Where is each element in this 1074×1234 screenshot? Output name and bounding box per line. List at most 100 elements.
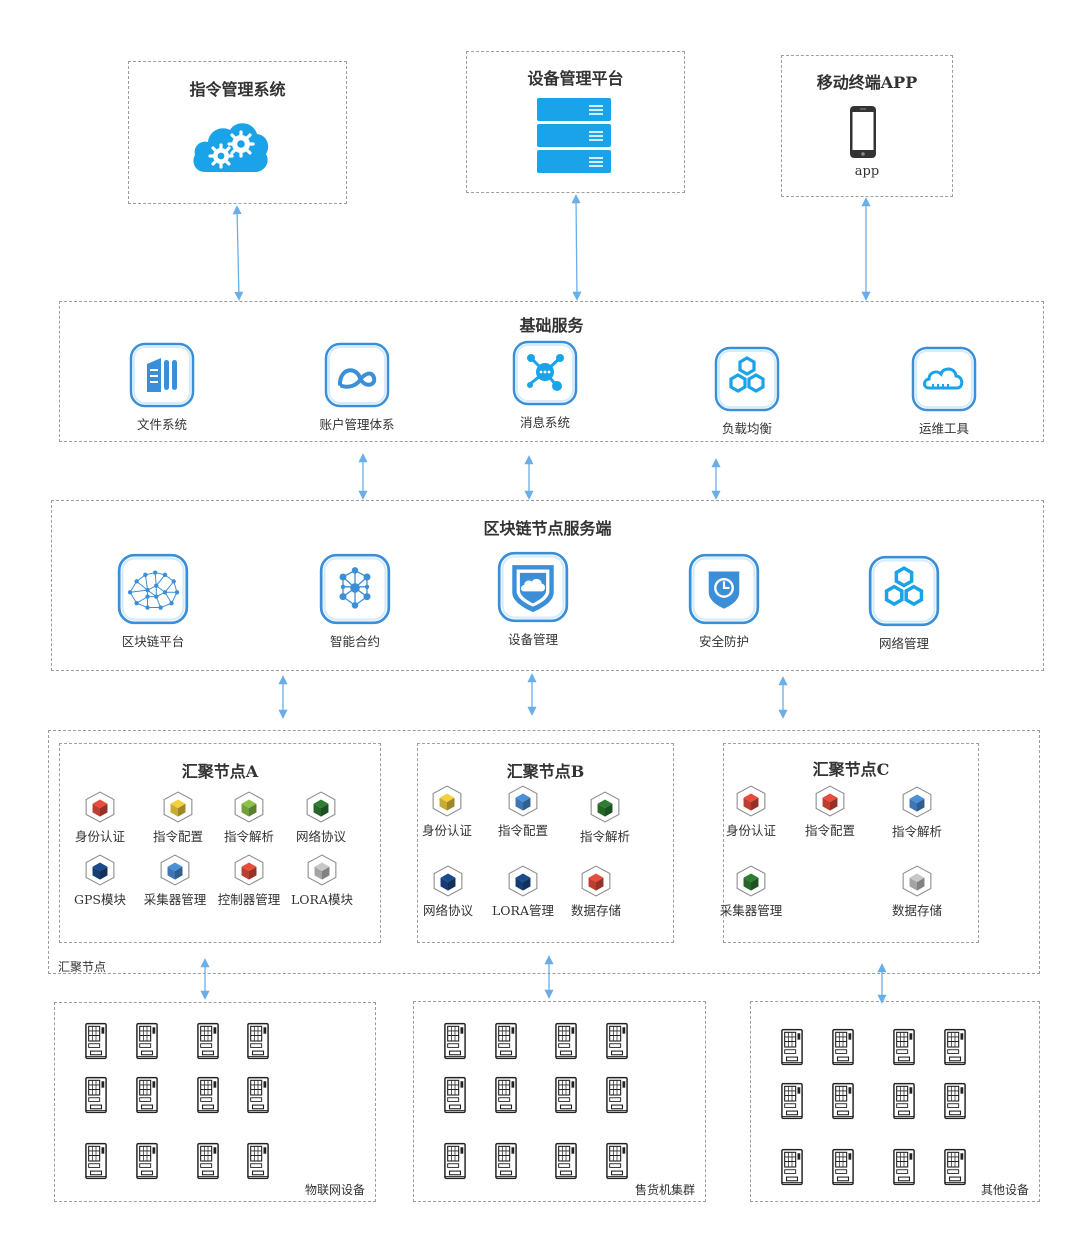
smart-contract-icon xyxy=(319,553,391,625)
vending-machine-icon xyxy=(781,1082,803,1120)
cube-icon xyxy=(581,865,611,897)
vending-machine-icon xyxy=(832,1028,854,1066)
blockchain-item-contract: 智能合约 xyxy=(295,553,415,650)
node-function-item: GPS模块 xyxy=(55,854,145,908)
vending-machine-icon xyxy=(832,1148,854,1186)
vending-machine-icon xyxy=(606,1022,628,1060)
ops-tool-icon xyxy=(911,346,977,412)
vending-machine-icon xyxy=(495,1142,517,1180)
vending-machine-icon xyxy=(832,1082,854,1120)
node-function-item: LORA模块 xyxy=(277,854,367,908)
blockchain-item-label: 智能合约 xyxy=(329,634,380,649)
vending-machine-icon xyxy=(197,1142,219,1180)
vending-machine-icon xyxy=(893,1028,915,1066)
basic-services-box: 基础服务 文件系统 账户管理体系 消息系统 xyxy=(59,301,1044,442)
cube-icon xyxy=(234,854,264,886)
blockchain-item-platform: 区块链平台 xyxy=(93,553,213,650)
device-group-label: 物联网设备 xyxy=(304,1183,365,1197)
basic-item-ops-tool: 运维工具 xyxy=(884,346,1004,437)
aggregate-node-c: 汇聚节点C 身份认证指令配置指令解析采集器管理数据存储 xyxy=(720,743,979,943)
node-function-label: 网络协议 xyxy=(295,829,346,844)
basic-item-account: 账户管理体系 xyxy=(297,342,417,433)
server-icon xyxy=(537,98,611,173)
basic-item-label: 消息系统 xyxy=(519,415,570,430)
cube-icon xyxy=(590,791,620,823)
vending-machine-icon xyxy=(136,1076,158,1114)
cube-icon xyxy=(163,791,193,823)
cube-icon xyxy=(234,791,264,823)
device-group-other: 其他设备 xyxy=(750,1001,1040,1202)
node-function-label: 身份认证 xyxy=(421,823,472,838)
node-function-label: 身份认证 xyxy=(74,829,125,844)
vending-machine-icon xyxy=(247,1022,269,1060)
cube-icon xyxy=(160,854,190,886)
vending-machine-icon xyxy=(555,1022,577,1060)
vending-machine-icon xyxy=(555,1076,577,1114)
cube-icon xyxy=(815,785,845,817)
vending-machine-icon xyxy=(444,1022,466,1060)
node-function-item: 指令解析 xyxy=(560,791,650,845)
blockchain-item-label: 设备管理 xyxy=(507,632,558,647)
phone-icon xyxy=(850,106,876,158)
cloud-gear-icon xyxy=(193,123,269,172)
node-function-label: 指令配置 xyxy=(497,823,548,838)
basic-services-title: 基础服务 xyxy=(519,316,584,335)
node-function-label: 网络协议 xyxy=(422,903,473,918)
device-group-label: 其他设备 xyxy=(980,1183,1029,1197)
device-group-iot: 物联网设备 xyxy=(54,1002,376,1202)
vending-machine-icon xyxy=(247,1076,269,1114)
blockchain-item-label: 网络管理 xyxy=(878,636,929,651)
basic-item-file-system: 文件系统 xyxy=(102,342,222,433)
cube-icon xyxy=(307,854,337,886)
blockchain-item-device-mgmt: 设备管理 xyxy=(473,551,593,648)
network-hex-icon xyxy=(868,555,940,627)
vending-machine-icon xyxy=(893,1148,915,1186)
basic-item-message: 消息系统 xyxy=(485,340,605,431)
vending-machine-icon xyxy=(781,1148,803,1186)
node-function-label: 数据存储 xyxy=(570,903,621,918)
node-function-item: 身份认证 xyxy=(706,785,796,839)
cube-icon xyxy=(508,865,538,897)
blockchain-item-security: 安全防护 xyxy=(664,553,784,650)
device-group-label: 售货机集群 xyxy=(634,1183,695,1197)
vending-machine-icon xyxy=(85,1076,107,1114)
vending-machine-icon xyxy=(136,1022,158,1060)
node-function-label: 指令解析 xyxy=(579,829,630,844)
node-function-item: 身份认证 xyxy=(402,785,492,839)
basic-item-label: 文件系统 xyxy=(136,417,187,432)
load-balance-icon xyxy=(714,346,780,412)
vending-machine-icon xyxy=(781,1028,803,1066)
blockchain-item-label: 区块链平台 xyxy=(121,634,185,649)
node-function-label: 指令配置 xyxy=(804,823,855,838)
device-platform-title: 设备管理平台 xyxy=(527,69,624,88)
cube-icon xyxy=(433,865,463,897)
node-function-item: LORA管理 xyxy=(478,865,568,919)
mobile-app-title: 移动终端APP xyxy=(816,73,918,92)
cube-icon xyxy=(432,785,462,817)
node-function-item: 采集器管理 xyxy=(706,865,796,919)
vending-machine-icon xyxy=(136,1142,158,1180)
message-icon xyxy=(512,340,578,406)
cube-icon xyxy=(306,791,336,823)
node-title: 汇聚节点C xyxy=(812,760,890,779)
arrow-command-basic xyxy=(232,205,244,301)
node-function-item: 网络协议 xyxy=(403,865,493,919)
vending-machine-icon xyxy=(197,1022,219,1060)
vending-machine-icon xyxy=(944,1148,966,1186)
vending-machine-icon xyxy=(495,1076,517,1114)
node-function-item: 网络协议 xyxy=(276,791,366,845)
node-function-item: 身份认证 xyxy=(55,791,145,845)
vending-machine-icon xyxy=(85,1022,107,1060)
device-group-vending: 售货机集群 xyxy=(413,1001,706,1202)
node-function-item: 数据存储 xyxy=(551,865,641,919)
basic-item-label: 运维工具 xyxy=(918,421,969,436)
cube-icon xyxy=(736,785,766,817)
node-function-label: 指令配置 xyxy=(152,829,203,844)
basic-item-label: 账户管理体系 xyxy=(319,417,395,432)
node-function-item: 指令解析 xyxy=(204,791,294,845)
vending-machine-icon xyxy=(247,1142,269,1180)
blockchain-title: 区块链节点服务端 xyxy=(483,519,612,538)
vending-machine-icon xyxy=(444,1076,466,1114)
vending-machine-icon xyxy=(197,1076,219,1114)
